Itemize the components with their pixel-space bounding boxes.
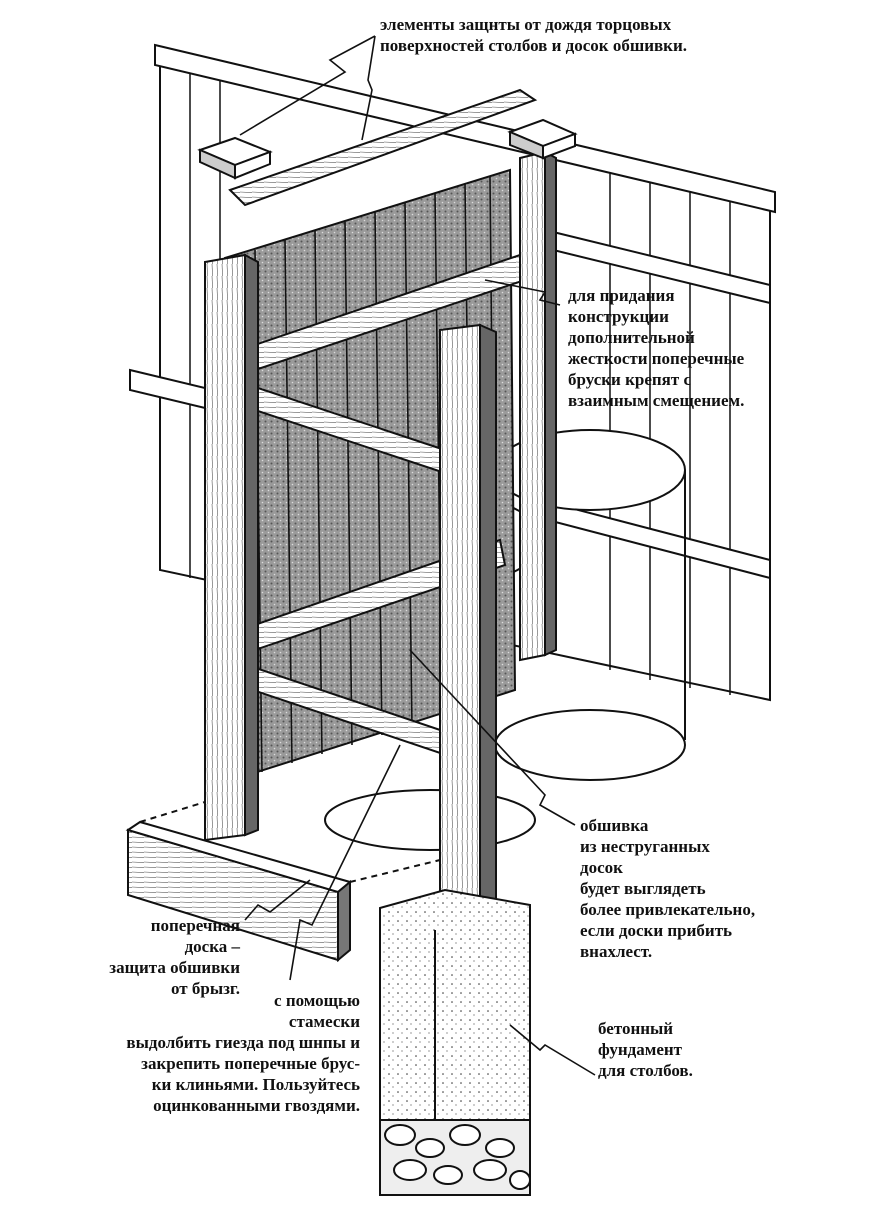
label-rain-protection: элементы защнты от дождя торцовых поверх… [380,15,688,55]
kickboard [125,801,441,963]
leader-lines [239,35,596,1076]
label-siding: обшивка из неструганных досок будет выгл… [580,816,756,961]
label-chisel: с помощью стамески выдолбить гиезда под … [126,991,360,1115]
rain-caps [197,88,578,207]
crossbars [237,253,527,760]
concrete-footing [379,888,531,1196]
label-offset-rails: для придания конструкции дополнительной … [568,286,745,410]
label-foundation: бетонный фундамент для столбов. [598,1019,693,1080]
posts [204,150,557,932]
label-kickboard: поперечная доска – защита обшивки от бры… [109,916,240,998]
